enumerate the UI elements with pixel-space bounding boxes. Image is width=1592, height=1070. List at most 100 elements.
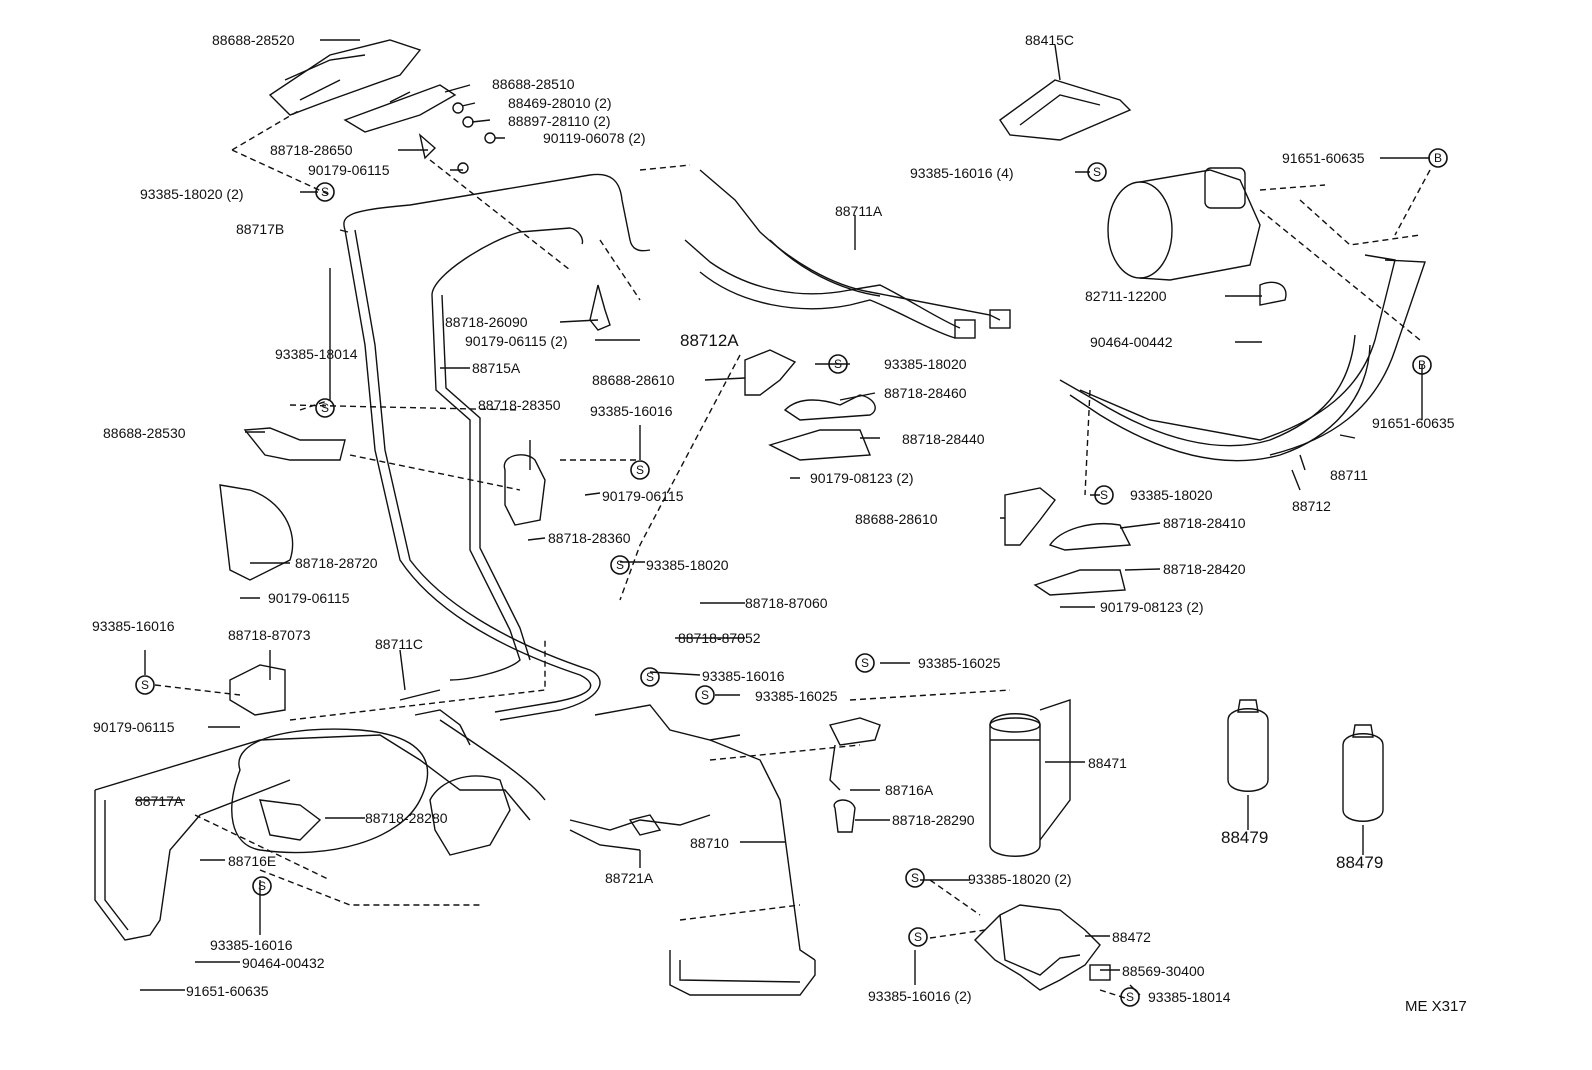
pipe-88717b — [343, 173, 651, 252]
label-88469-28010: 88469-28010 (2) — [508, 95, 612, 111]
label-90179-06115-2: 90179-06115 (2) — [465, 333, 568, 349]
label-88718-87060: 88718-87060 — [745, 595, 828, 611]
label-88479-b: 88479 — [1336, 853, 1384, 872]
svg-text:S: S — [911, 871, 919, 885]
receiver-88471 — [989, 713, 1041, 857]
svg-text:S: S — [646, 670, 654, 684]
label-88718-28650: 88718-28650 — [270, 142, 353, 158]
label-88718-28410: 88718-28410 — [1163, 515, 1246, 531]
hose-88711a — [699, 169, 1001, 321]
label-90464-00432: 90464-00432 — [242, 955, 325, 971]
label-88710: 88710 — [690, 835, 729, 851]
label-90179-06115-b: 90179-06115 — [602, 488, 684, 504]
svg-text:B: B — [1434, 151, 1442, 165]
hose-88711 — [1079, 254, 1396, 441]
label-88711: 88711 — [1330, 467, 1368, 483]
label-93385-16016-4: 93385-16016 (4) — [910, 165, 1014, 181]
label-88717a: 88717A — [135, 793, 184, 809]
label-88718-87052: 88718-87052 — [678, 630, 761, 646]
svg-text:S: S — [321, 401, 329, 415]
label-88718-28440: 88718-28440 — [902, 431, 985, 447]
label-90179-08123-a: 90179-08123 (2) — [810, 470, 914, 486]
label-93385-18014: 93385-18014 — [275, 346, 358, 362]
label-90179-06115: 90179-06115 — [308, 162, 390, 178]
label-93385-16016-d: 93385-16016 — [210, 937, 293, 953]
label-88718-28290: 88718-28290 — [892, 812, 975, 828]
svg-text:S: S — [321, 185, 329, 199]
bracket-88688-28510 — [343, 84, 457, 133]
label-88718-28350: 88718-28350 — [478, 397, 561, 413]
label-93385-18020-a: 93385-18020 — [884, 356, 967, 372]
label-90179-06115-c: 90179-06115 — [268, 590, 350, 606]
svg-text:S: S — [141, 678, 149, 692]
label-88688-28610-b: 88688-28610 — [855, 511, 938, 527]
label-88717b: 88717B — [236, 221, 285, 237]
label-93385-16016-c: 93385-16016 — [702, 668, 785, 684]
s-markers — [135, 148, 1448, 1007]
label-88718-28360: 88718-28360 — [548, 530, 631, 546]
svg-text:S: S — [616, 558, 624, 572]
label-88688-28610-a: 88688-28610 — [592, 372, 675, 388]
label-88718-28420: 88718-28420 — [1163, 561, 1246, 577]
label-88472: 88472 — [1112, 929, 1151, 945]
label-93385-16016-a: 93385-16016 — [590, 403, 673, 419]
label-93385-16025-a: 93385-16025 — [918, 655, 1001, 671]
label-90179-06115-d: 90179-06115 — [93, 719, 175, 735]
hose-88712a — [684, 239, 961, 329]
svg-text:S: S — [701, 688, 709, 702]
label-88897-28110: 88897-28110 (2) — [508, 113, 611, 129]
bracket-88472 — [974, 904, 1101, 991]
svg-text:B: B — [1418, 358, 1426, 372]
label-88712a: 88712A — [680, 331, 739, 350]
label-88712: 88712 — [1292, 498, 1331, 514]
svg-text:S: S — [914, 930, 922, 944]
label-93385-18020-b: 93385-18020 — [1130, 487, 1213, 503]
label-88711c: 88711C — [375, 636, 424, 652]
label-88718-28720: 88718-28720 — [295, 555, 378, 571]
label-88569-30400: 88569-30400 — [1122, 963, 1205, 979]
svg-text:S: S — [1126, 990, 1134, 1004]
svg-text:S: S — [636, 463, 644, 477]
label-93385-18020-2b: 93385-18020 (2) — [968, 871, 1072, 887]
label-88715a: 88715A — [472, 360, 521, 376]
label-88718-87073: 88718-87073 — [228, 627, 311, 643]
svg-text:S: S — [834, 357, 842, 371]
label-88718-28280: 88718-28280 — [365, 810, 448, 826]
hose-88712 — [1059, 334, 1356, 447]
label-93385-16025-b: 93385-16025 — [755, 688, 838, 704]
label-88721a: 88721A — [605, 870, 654, 886]
label-88471: 88471 — [1088, 755, 1127, 771]
label-88688-28530: 88688-28530 — [103, 425, 186, 441]
label-93385-16016-b: 93385-16016 — [92, 618, 175, 634]
svg-text:S: S — [1100, 488, 1108, 502]
label-91651-60635-top: 91651-60635 — [1282, 150, 1365, 166]
label-88688-28510: 88688-28510 — [492, 76, 575, 92]
diagram-code: ME X317 — [1405, 998, 1467, 1015]
label-90464-00442: 90464-00442 — [1090, 334, 1173, 350]
label-93385-18020-c: 93385-18020 — [646, 557, 729, 573]
svg-text:S: S — [258, 879, 266, 893]
label-90119-06078: 90119-06078 (2) — [543, 130, 646, 146]
block-88415c — [999, 79, 1132, 141]
label-88716a: 88716A — [885, 782, 934, 798]
pipe-88715a — [431, 227, 584, 296]
label-91651-60635-mid: 91651-60635 — [1372, 415, 1455, 431]
label-93385-16016-2: 93385-16016 (2) — [868, 988, 972, 1004]
label-88688-28520: 88688-28520 — [212, 32, 295, 48]
label-88711a: 88711A — [835, 203, 883, 219]
label-88716e: 88716E — [228, 853, 277, 869]
label-88415c: 88415C — [1025, 32, 1075, 48]
label-93385-18014-b: 93385-18014 — [1148, 989, 1231, 1005]
label-88479-a: 88479 — [1221, 828, 1269, 847]
label-82711-12200: 82711-12200 — [1085, 288, 1167, 304]
label-88718-28460: 88718-28460 — [884, 385, 967, 401]
label-88718-26090: 88718-26090 — [445, 314, 528, 330]
label-91651-60635-bottom: 91651-60635 — [186, 983, 269, 999]
label-90179-08123-b: 90179-08123 (2) — [1100, 599, 1204, 615]
svg-text:S: S — [861, 656, 869, 670]
label-93385-18020-2: 93385-18020 (2) — [140, 186, 244, 202]
svg-text:S: S — [1093, 165, 1101, 179]
